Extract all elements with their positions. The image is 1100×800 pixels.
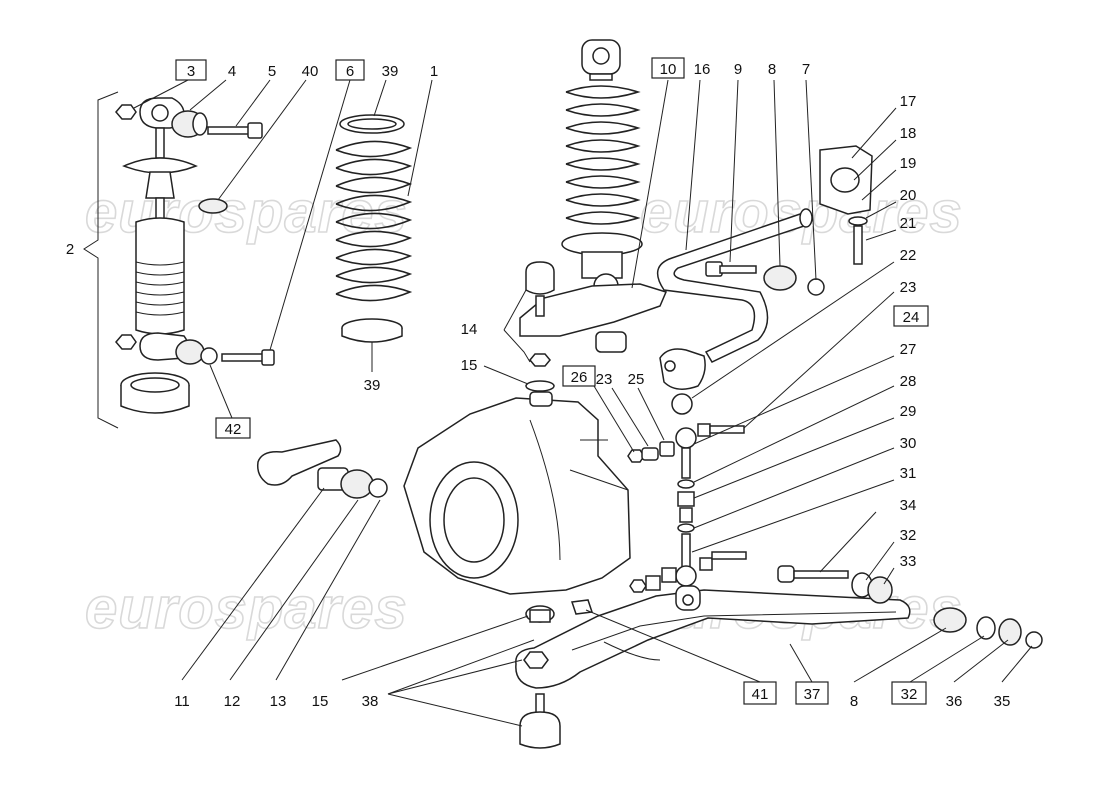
part-label: 8 xyxy=(850,693,858,710)
bolt xyxy=(793,570,849,579)
part-label: 30 xyxy=(900,435,917,452)
part-label: 31 xyxy=(900,465,917,482)
rod-end xyxy=(675,427,697,449)
part-label: 13 xyxy=(270,693,287,710)
part-label: 6 xyxy=(346,63,354,80)
drop-link-bracket xyxy=(659,348,706,390)
part-label: 29 xyxy=(900,403,917,420)
bolt xyxy=(221,353,265,362)
tie-rod-end xyxy=(256,439,388,499)
bolt xyxy=(207,126,251,135)
part-label: 11 xyxy=(174,693,190,710)
part-label: 24 xyxy=(903,309,920,326)
part-label: 20 xyxy=(900,187,917,204)
part-label: 15 xyxy=(312,693,329,710)
callout-box xyxy=(175,59,207,81)
callout-box xyxy=(795,681,829,705)
coilover-assembly xyxy=(519,39,668,392)
damper-body xyxy=(135,217,185,335)
part-label: 37 xyxy=(804,686,821,703)
part-label: 15 xyxy=(461,357,478,374)
part-label: 23 xyxy=(596,371,613,388)
part-label: 16 xyxy=(694,61,711,78)
lower-ball-joint xyxy=(519,711,561,749)
part-label: 18 xyxy=(900,125,917,142)
group-bracket xyxy=(83,91,119,429)
top-nut xyxy=(115,104,137,120)
bolt xyxy=(719,265,757,274)
coil-spring xyxy=(335,114,413,343)
part-label: 22 xyxy=(900,247,917,264)
part-label: 12 xyxy=(224,693,241,710)
hub-carrier xyxy=(403,391,631,595)
callout-box xyxy=(562,365,596,387)
nut xyxy=(1025,631,1043,649)
lower-nut xyxy=(115,334,137,350)
bushing xyxy=(340,469,374,499)
part-label: 27 xyxy=(900,341,917,358)
anti-roll-bar xyxy=(656,145,873,415)
part-label: 34 xyxy=(900,497,917,514)
washer xyxy=(976,616,996,640)
part-label: 25 xyxy=(628,371,645,388)
part-label: 17 xyxy=(900,93,917,110)
washer xyxy=(848,216,868,226)
part-label: 26 xyxy=(571,369,588,386)
callout-box xyxy=(743,681,777,705)
upper-arm xyxy=(519,283,668,337)
part-label: 10 xyxy=(660,61,677,78)
part-label: 3 xyxy=(187,63,195,80)
part-label: 32 xyxy=(900,527,917,544)
rubber-pad xyxy=(198,198,228,214)
shock-absorber-assembly xyxy=(83,91,275,429)
callout-box xyxy=(335,59,365,81)
part-label: 32 xyxy=(901,686,918,703)
part-label: 39 xyxy=(382,63,399,80)
watermark: eurospares xyxy=(85,180,408,245)
part-label: 2 xyxy=(66,241,74,258)
nut xyxy=(807,278,825,296)
callout-box xyxy=(891,681,927,705)
part-label: 21 xyxy=(900,215,917,232)
washer xyxy=(200,347,218,365)
spring-cup xyxy=(122,157,198,174)
bushing xyxy=(763,265,797,291)
bushing xyxy=(933,607,967,633)
part-label: 9 xyxy=(734,61,742,78)
watermark: eurospares xyxy=(85,576,408,641)
part-label: 41 xyxy=(752,686,769,703)
leader-lines xyxy=(133,79,1033,727)
callout-box xyxy=(651,57,685,79)
part-label: 33 xyxy=(900,553,917,570)
part-label: 40 xyxy=(302,63,319,80)
part-labels: 3 4 5 40 6 39 1 10 16 9 8 7 17 18 19 20 … xyxy=(66,61,1011,710)
part-label: 14 xyxy=(461,321,478,338)
callout-box xyxy=(215,417,251,439)
part-label: 5 xyxy=(268,63,276,80)
drop-link xyxy=(627,423,747,593)
part-label: 7 xyxy=(802,61,810,78)
part-label: 23 xyxy=(900,279,917,296)
part-label: 39 xyxy=(364,377,381,394)
lower-arm xyxy=(515,565,1043,749)
part-label: 8 xyxy=(768,61,776,78)
part-label: 42 xyxy=(225,421,242,438)
upper-ball-joint xyxy=(525,261,555,295)
part-label: 35 xyxy=(994,693,1011,710)
part-label: 19 xyxy=(900,155,917,172)
nut xyxy=(368,478,388,498)
part-label: 28 xyxy=(900,373,917,390)
part-label: 1 xyxy=(430,63,438,80)
part-label: 38 xyxy=(362,693,379,710)
part-label: 4 xyxy=(228,63,236,80)
callout-box xyxy=(893,305,929,327)
part-label: 36 xyxy=(946,693,963,710)
bolt xyxy=(711,551,747,560)
clamp-bolt xyxy=(853,225,863,265)
